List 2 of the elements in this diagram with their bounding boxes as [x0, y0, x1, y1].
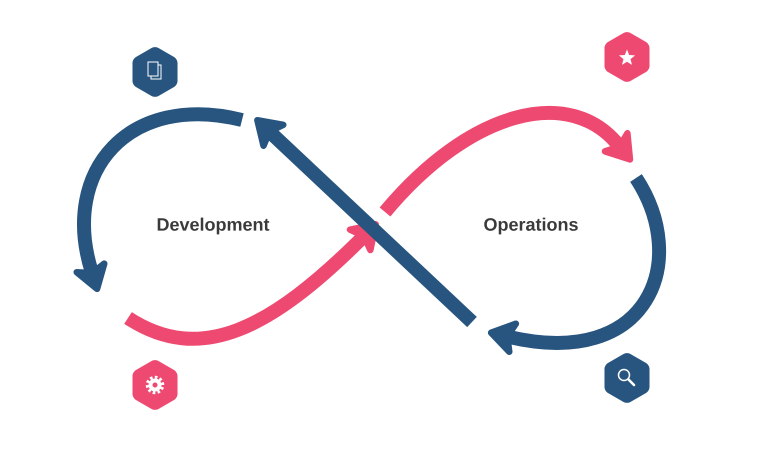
node-label: Operations: [484, 218, 578, 234]
node-label: Development: [158, 218, 270, 234]
